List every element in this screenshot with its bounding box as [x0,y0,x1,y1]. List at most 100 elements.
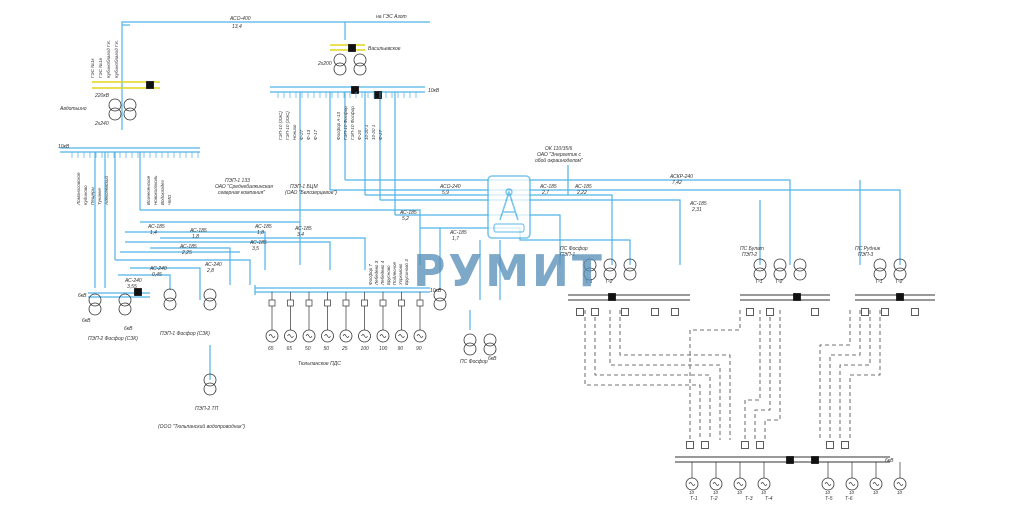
feeder-name-left2: Вознесенское [146,175,151,205]
svg-text:6кВ: 6кВ [78,293,87,299]
bottom-generator-value: 10 [761,490,767,495]
feeder-name-vas: Нонихо [292,124,297,140]
svg-text:ПЭП-3: ПЭП-3 [858,252,873,258]
generator-value: 100 [379,346,388,352]
feeder-name-tulpan: Брусиново 3 [404,259,409,285]
svg-text:АС-185: АС-185 [249,240,267,246]
generator: 90 [395,292,408,352]
fosfor-p2-label: ПЭП-2 Фосфор (СЗК) [88,336,138,342]
svg-text:АС-185: АС-185 [689,201,707,207]
svg-text:2,7: 2,7 [541,190,549,196]
svg-text:1,7: 1,7 [452,236,459,242]
svg-text:13,4: 13,4 [232,24,242,30]
fosfor-p1-label: ПЭП-1 Фосфор (СЗК) [160,331,210,337]
bottom-generator-value: 10 [849,490,855,495]
feeder-name-tulpan: Брусново [386,265,391,285]
feeder-name-avd: ГЭС №1к [90,58,95,78]
svg-text:10кВ: 10кВ [428,88,440,94]
feeder-name-vas2: Ф-20 [357,129,362,140]
generator-value: 65 [268,346,274,352]
svg-text:ПЭП-2: ПЭП-2 [742,252,757,258]
bottom-generator: 10 [893,462,907,495]
to-kzp-label: на ГЭС Азот [376,14,407,20]
svg-text:Т-2: Т-2 [605,279,613,285]
svg-text:6кВ: 6кВ [82,318,91,324]
diagram-labels: АСО-400 13,4 на ГЭС Азот Авдотьино Васил… [58,14,903,502]
svg-text:АС-185: АС-185 [399,210,417,216]
svg-text:Т-6: Т-6 [845,496,853,502]
svg-text:АС-185: АС-185 [189,228,207,234]
feeder-name-vas: Ф-17 [313,129,318,140]
svg-text:Т-3: Т-3 [745,496,753,502]
svg-text:Т-1: Т-1 [755,279,763,285]
feeder-name-vas: Ф-27 [299,129,304,140]
feeder-name-vas2: 10-20 1 [371,124,376,140]
svg-text:Т-2: Т-2 [775,279,783,285]
feeder-name-vas2: ГЭП-10 Фосфор [350,106,355,140]
svg-text:10кВ: 10кВ [58,144,70,150]
generator: 50 [302,292,316,352]
feeder-name-left2: ЧМО [167,194,172,205]
svg-text:ОК 110/35/6: ОК 110/35/6 [545,146,573,152]
feeder-name-vas: ГЭП-10 (ЗЭС) [278,111,283,140]
generator-value: 90 [398,346,404,352]
svg-text:ПЭП-1 133: ПЭП-1 133 [225,178,250,184]
svg-text:северная компания": северная компания" [218,190,265,196]
svg-text:2,22: 2,22 [576,190,587,196]
bottom-generator-value: 10 [873,490,879,495]
svg-text:Т-2: Т-2 [710,496,718,502]
feeder-name-left: Алексеевский [103,176,109,206]
feeder-name-vas: ГЭП-10 (ЗЭС) [285,111,290,140]
svg-text:Т-2: Т-2 [895,279,903,285]
svg-text:ОАО "Среднебалкинская: ОАО "Среднебалкинская [215,184,273,190]
feeder-name-tulpan: Лебедево 4 [380,260,385,286]
rumit-logo [487,175,531,239]
svg-text:2х200: 2х200 [317,61,332,67]
svg-text:Т-1: Т-1 [585,279,593,285]
feeder-name-avd: Кубиноблагод Г.К. [106,40,111,78]
svg-text:5,2: 5,2 [402,216,409,222]
svg-text:Т-1: Т-1 [690,496,698,502]
feeder-name-tulpan: Фосфор 7 [368,264,373,285]
generator-value: 100 [361,346,370,352]
svg-text:Т-1: Т-1 [875,279,883,285]
svg-text:1,8: 1,8 [192,234,199,240]
svg-text:3,5: 3,5 [252,246,259,252]
watermark-text: РУМИТ [413,246,605,297]
bottom-generator-value: 10 [713,490,719,495]
tulpan-label: Тюльпанское ПДС [298,361,341,367]
generator-value: 50 [324,346,330,352]
svg-text:5,9: 5,9 [442,190,449,196]
svg-text:6кВ: 6кВ [124,326,133,332]
feeder-name-left: Тунанке [97,188,102,205]
svg-text:АС-185: АС-185 [539,184,557,190]
feeder-name-vas2: Фосфор А-13 [336,112,341,140]
feeder-name-vas2: ГЭП-10 Фосфор [343,106,348,140]
feeder-name-left: Пещеры [90,186,95,205]
feeder-name-vas2: 10-20 1 [364,124,369,140]
generator: 50 [321,292,334,352]
generator-value: 65 [287,346,293,352]
svg-text:6кВ: 6кВ [488,356,497,362]
avdotyino-label: Авдотьино [59,106,87,112]
svg-text:0,45: 0,45 [152,272,162,278]
feeder-name-tulpan: Угрюмово [398,263,403,285]
feeder-name-tulpan: Подлесное [392,262,397,285]
right-switchgears [568,294,935,463]
svg-text:6кВ: 6кВ [885,458,894,464]
blue-cable-network [60,21,901,380]
generator: 25 [339,292,353,352]
svg-text:ПС Фосфор: ПС Фосфор [560,246,588,252]
feeder-name-left: Кудиново [83,185,88,205]
feeder-name-vas2: Ф-27 [378,129,383,140]
svg-text:7,42: 7,42 [672,180,682,186]
generator: 65 [284,292,297,352]
svg-text:Т-5: Т-5 [825,496,833,502]
svg-text:АСКР-240: АСКР-240 [669,174,693,180]
svg-text:3,4: 3,4 [297,232,304,238]
feeder-name-left2: Водокладез [160,180,165,205]
bottom-generator-value: 10 [825,490,831,495]
